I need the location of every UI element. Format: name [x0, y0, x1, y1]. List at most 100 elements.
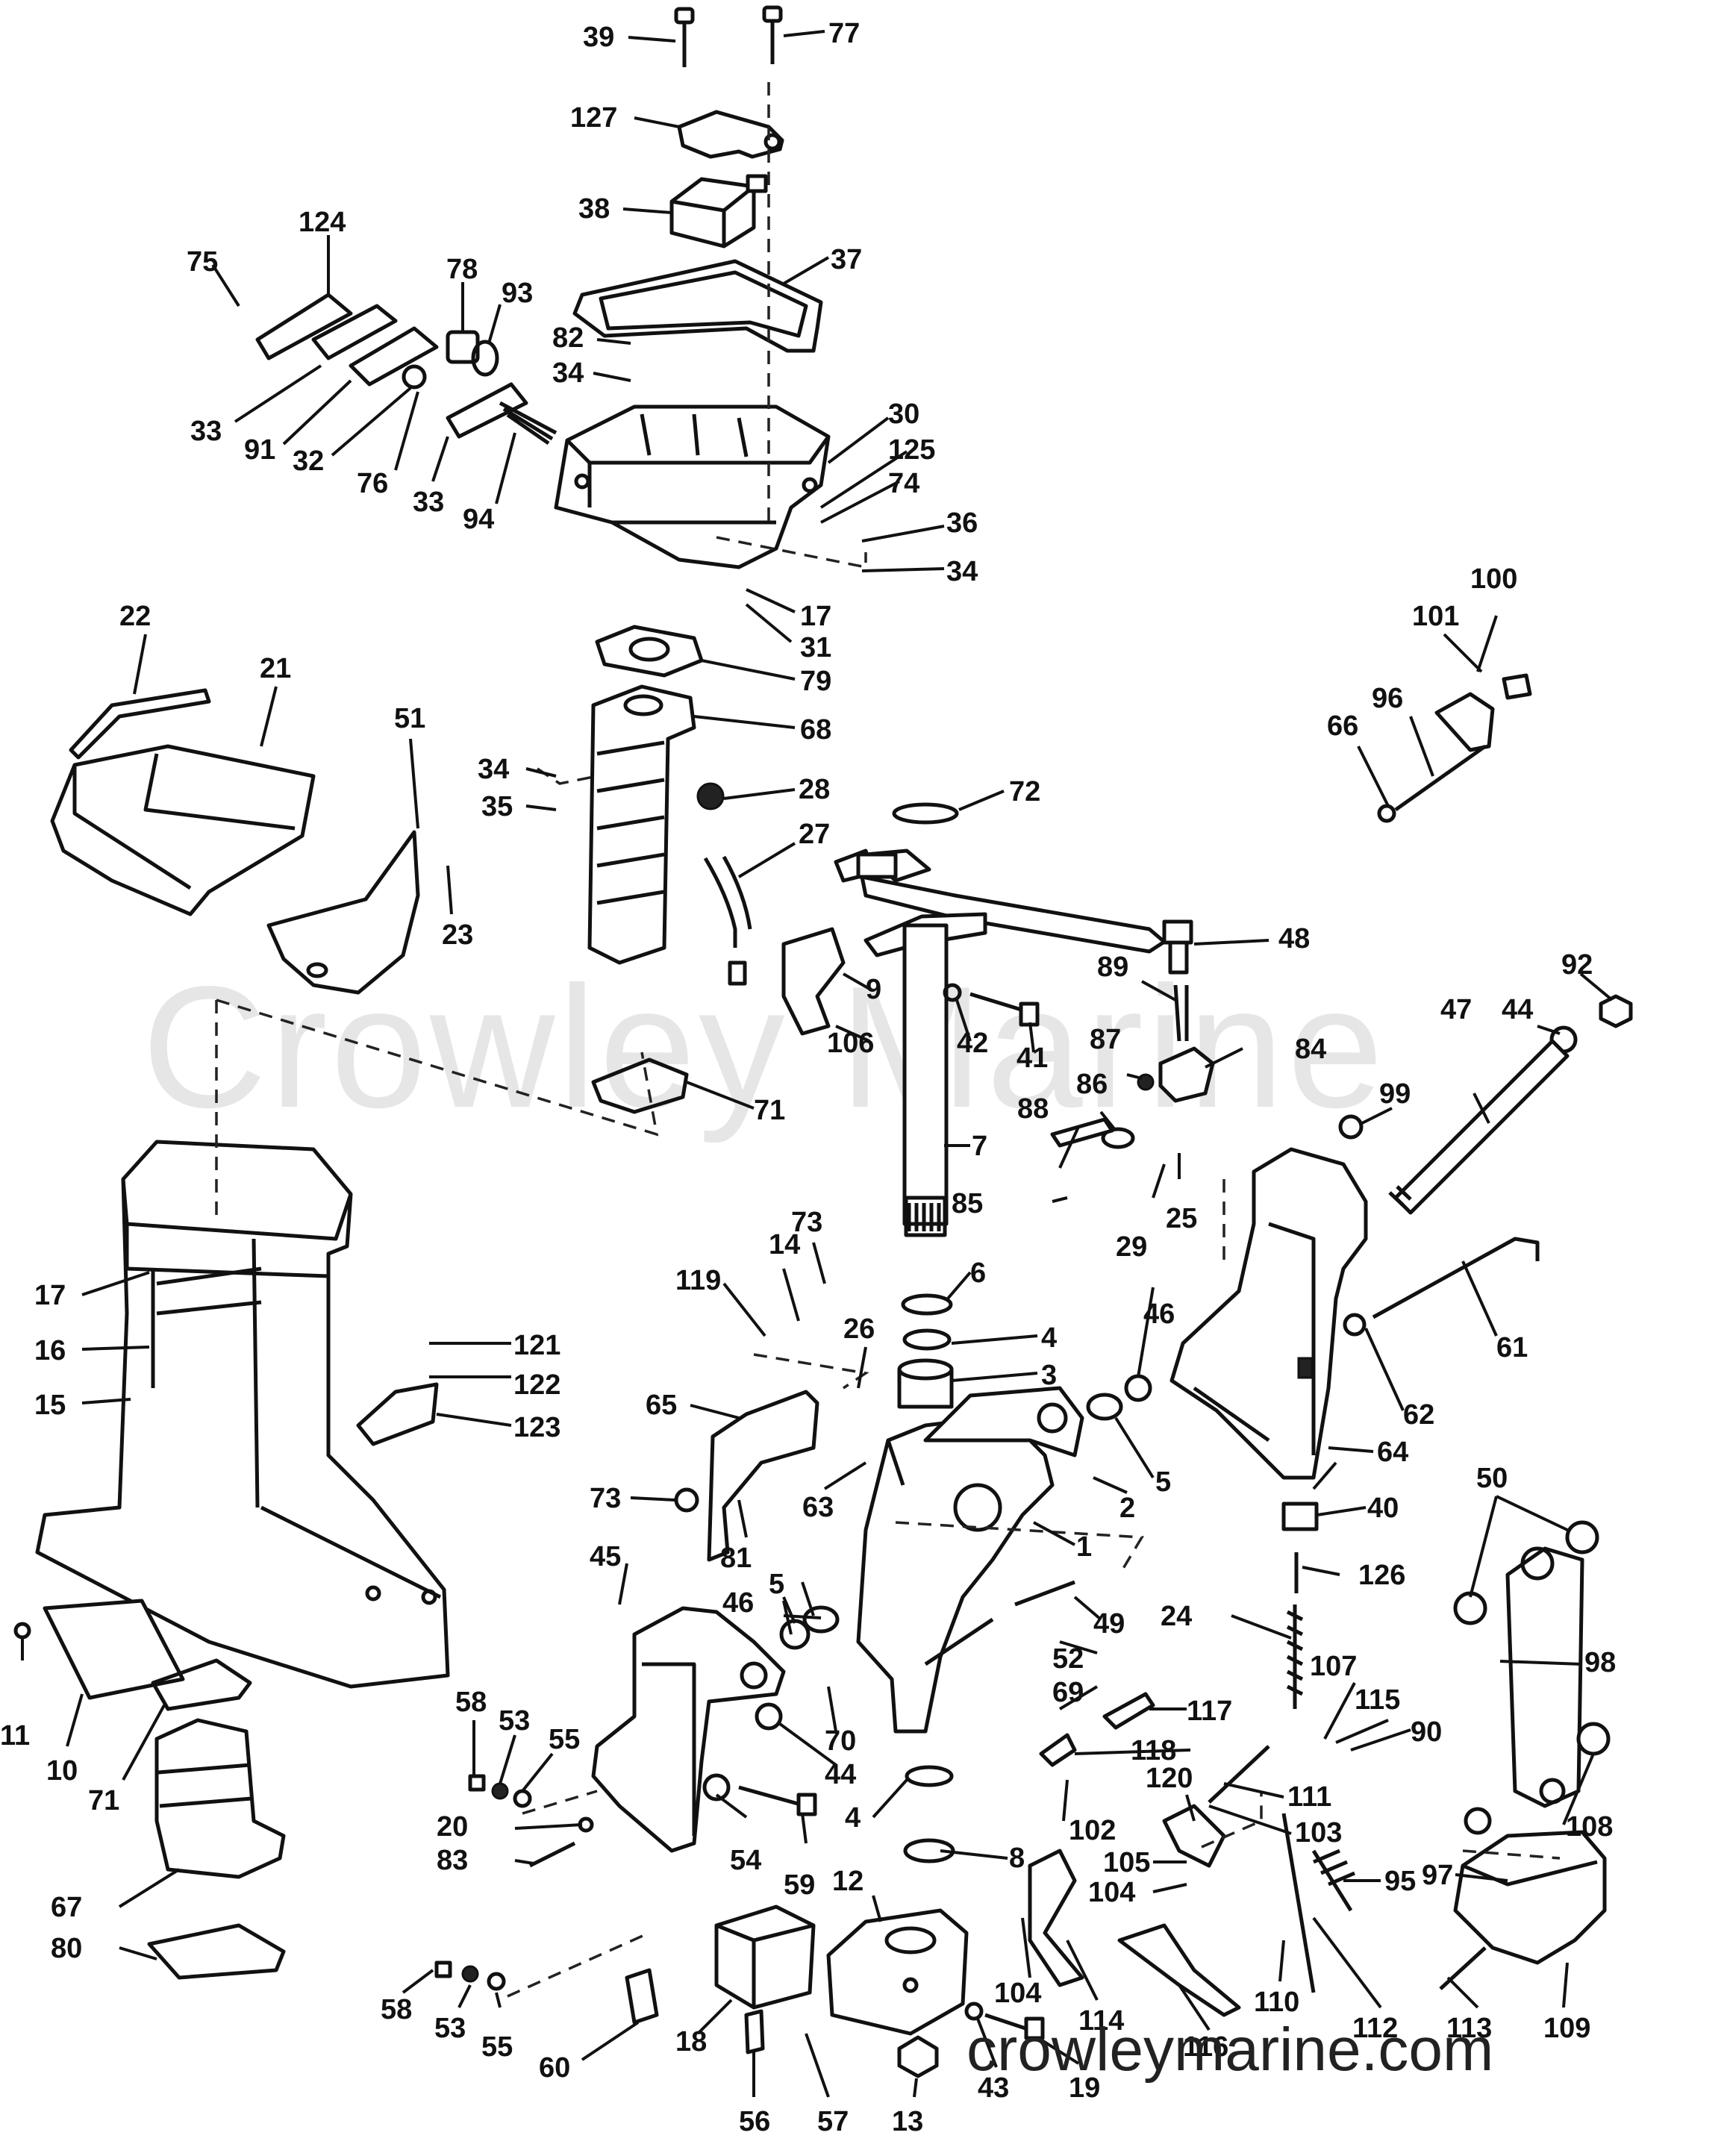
callout-84: 84 — [1295, 1034, 1326, 1065]
callout-24: 24 — [1161, 1601, 1192, 1632]
callout-31: 31 — [800, 632, 831, 663]
parts-layer — [13, 5, 1633, 2078]
bushing-62-drawing — [1343, 1313, 1367, 1337]
callout-97: 97 — [1422, 1860, 1453, 1891]
callout-49: 49 — [1093, 1608, 1125, 1640]
callout-5-a: 5 — [1155, 1466, 1171, 1498]
plate-60-drawing — [625, 1968, 659, 2025]
callout-14: 14 — [769, 1229, 800, 1260]
callout-34-c: 34 — [478, 754, 509, 785]
lever-88-drawing — [1050, 1117, 1114, 1148]
callout-52: 52 — [1052, 1643, 1084, 1675]
callout-45: 45 — [590, 1541, 621, 1572]
callout-80: 80 — [51, 1933, 82, 1964]
seal-71-top-drawing — [591, 1057, 689, 1114]
plate-117-drawing — [1102, 1692, 1155, 1730]
callout-89: 89 — [1097, 952, 1128, 983]
callout-76: 76 — [357, 468, 388, 499]
callout-104-b: 104 — [994, 1978, 1041, 2009]
cap-72-drawing — [892, 802, 959, 825]
callout-87: 87 — [1090, 1024, 1121, 1055]
callout-35: 35 — [481, 791, 513, 822]
callout-12: 12 — [832, 1866, 864, 1897]
spring-24-drawing — [1286, 1604, 1304, 1709]
callout-115: 115 — [1355, 1684, 1400, 1716]
callout-3: 3 — [1041, 1360, 1057, 1391]
link-114-drawing — [1028, 1849, 1084, 1987]
callout-107: 107 — [1310, 1651, 1357, 1682]
callout-39: 39 — [583, 22, 614, 53]
callout-118: 118 — [1131, 1735, 1176, 1766]
pin-113-drawing — [1439, 1946, 1487, 1990]
callout-58-a: 58 — [455, 1687, 487, 1718]
callout-103: 103 — [1295, 1817, 1342, 1849]
callout-23: 23 — [442, 919, 473, 951]
connector-84-drawing — [1158, 1046, 1215, 1103]
callout-8: 8 — [1009, 1843, 1025, 1874]
callout-40: 40 — [1367, 1493, 1399, 1524]
bushing-5-right-drawing — [1086, 1393, 1123, 1421]
callout-83: 83 — [437, 1845, 468, 1876]
callout-7: 7 — [972, 1131, 987, 1162]
callout-15: 15 — [34, 1390, 66, 1421]
callout-44-b: 44 — [825, 1759, 856, 1790]
callout-82: 82 — [552, 322, 584, 354]
callout-34-b: 34 — [946, 556, 978, 587]
seal-4-lower-drawing — [905, 1765, 954, 1787]
callout-92: 92 — [1561, 949, 1593, 981]
callout-77: 77 — [828, 18, 860, 49]
callout-90: 90 — [1411, 1716, 1442, 1748]
callout-57: 57 — [817, 2106, 849, 2137]
callout-55-b: 55 — [481, 2031, 513, 2063]
screw-11-drawing — [13, 1622, 31, 1640]
bolt-59-drawing — [702, 1773, 817, 1816]
callout-9: 9 — [866, 974, 881, 1005]
callout-78: 78 — [446, 254, 478, 285]
callout-114: 114 — [1078, 2005, 1124, 2037]
callout-50-a: 50 — [1476, 1463, 1508, 1494]
callout-41: 41 — [1016, 1043, 1048, 1074]
bracket-109-drawing — [1453, 1830, 1607, 1965]
callout-18: 18 — [675, 2026, 707, 2057]
plate-118-drawing — [1039, 1733, 1077, 1767]
callout-51: 51 — [394, 703, 425, 734]
callout-22: 22 — [119, 601, 151, 632]
gasket-33-right-drawing — [446, 382, 528, 439]
cushion-18-drawing — [714, 1905, 816, 2010]
link-116-drawing — [1117, 1923, 1241, 2017]
callout-4-b: 4 — [845, 1802, 861, 1834]
gasket-33-left-drawing — [311, 304, 398, 360]
callout-11: 11 — [0, 1720, 30, 1752]
grommet-28-drawing — [696, 782, 725, 810]
callout-5-b: 5 — [769, 1569, 784, 1600]
cylinder-98-drawing — [1505, 1546, 1584, 1808]
exhaust-housing-15-drawing — [35, 1140, 450, 1689]
callout-70: 70 — [825, 1725, 856, 1757]
callout-106: 106 — [827, 1028, 874, 1059]
callout-37: 37 — [831, 244, 862, 275]
bushing-108-drawing — [1576, 1722, 1611, 1756]
seal-80-drawing — [147, 1923, 286, 1980]
callout-4-a: 4 — [1041, 1322, 1057, 1354]
cap-66-drawing — [1377, 804, 1396, 823]
callout-112: 112 — [1352, 2013, 1398, 2044]
callout-25: 25 — [1166, 1203, 1197, 1234]
callout-71-b: 71 — [88, 1785, 119, 1816]
rod-112-drawing — [1281, 1813, 1316, 1993]
callout-124: 124 — [299, 207, 346, 238]
callout-29: 29 — [1116, 1231, 1147, 1263]
callout-54: 54 — [730, 1845, 761, 1876]
footer-url: crowleymarine.com — [966, 2016, 1494, 2084]
callout-59: 59 — [784, 1869, 815, 1901]
plug-99-drawing — [1338, 1114, 1364, 1140]
latch-100-drawing — [1502, 673, 1532, 700]
callout-27: 27 — [799, 819, 830, 850]
callout-93: 93 — [502, 278, 533, 309]
plate-10-drawing — [43, 1599, 185, 1700]
callout-127: 127 — [570, 102, 617, 134]
pin-73-lower-drawing — [674, 1487, 699, 1513]
callout-26: 26 — [843, 1313, 875, 1345]
callout-62: 62 — [1403, 1399, 1434, 1431]
callout-104-a: 104 — [1088, 1877, 1135, 1908]
callout-91: 91 — [244, 434, 275, 466]
